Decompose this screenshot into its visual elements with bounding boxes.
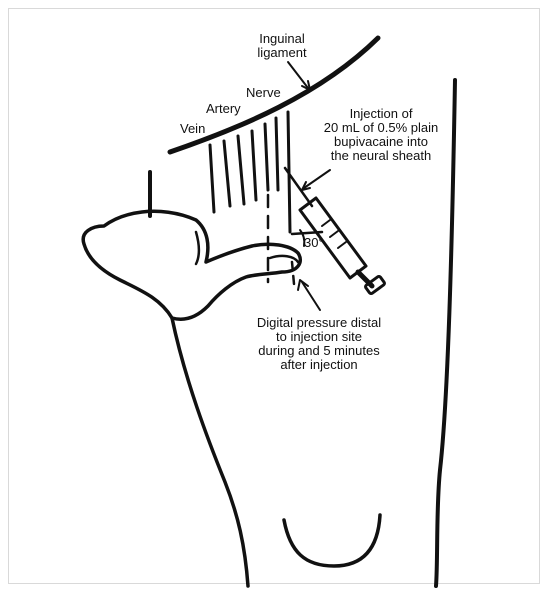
nerve-line [265, 124, 268, 190]
artery-label: Artery [206, 102, 241, 116]
injection-label: Injection of 20 mL of 0.5% plain bupivac… [312, 107, 450, 163]
label-line: ligament [242, 46, 322, 60]
label-line: Digital pressure distal [244, 316, 394, 330]
label-line: after injection [244, 358, 394, 372]
label-line: 20 mL of 0.5% plain [312, 121, 450, 135]
vein-label: Vein [180, 122, 205, 136]
vein-line [210, 145, 214, 212]
syringe-tick-3 [338, 242, 346, 248]
vein-line-2 [224, 141, 230, 206]
digital-pressure-label: Digital pressure distal to injection sit… [244, 316, 394, 372]
label-line: Inguinal [242, 32, 322, 46]
finger-crease-line [196, 232, 199, 264]
thigh-left-lower-outline [172, 318, 248, 586]
nerve-label: Nerve [246, 86, 281, 100]
artery-line [238, 136, 244, 204]
sheath-dashed-line-2 [292, 262, 294, 284]
label-line: to injection site [244, 330, 394, 344]
angle-label: 30° [304, 236, 324, 250]
inguinal-leader-line [288, 62, 308, 88]
label-line: the neural sheath [312, 149, 450, 163]
thumbnail-line [270, 256, 298, 262]
artery-line-2 [252, 131, 256, 200]
inguinal-ligament-label: Inguinal ligament [242, 32, 322, 60]
label-line: during and 5 minutes [244, 344, 394, 358]
vessel-lines [210, 112, 294, 284]
nerve-line-2 [276, 118, 278, 190]
label-line: bupivacaine into [312, 135, 450, 149]
syringe-tick-2 [330, 231, 338, 237]
knee-outline [284, 515, 380, 566]
injection-leader-line [304, 170, 330, 188]
label-line: Injection of [312, 107, 450, 121]
pressure-leader-line [302, 282, 320, 310]
syringe-tick [322, 220, 330, 226]
